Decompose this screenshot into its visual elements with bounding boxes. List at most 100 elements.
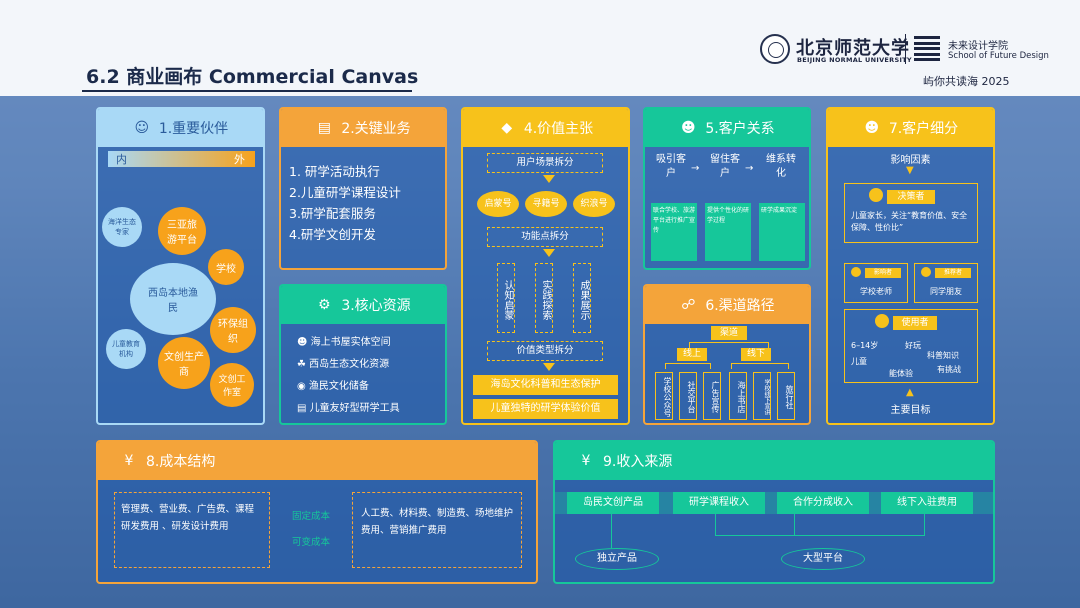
value-badge: 启蒙号 xyxy=(477,191,519,217)
partner-bubble: 三亚旅游平台 xyxy=(158,207,206,255)
school-name-cn: 未来设计学院 xyxy=(948,41,1008,52)
university-name-cn: 北京师范大学 xyxy=(796,38,910,59)
activity-item: 3.研学配套服务 xyxy=(289,206,376,221)
partners-panel: ☺ 1.重要伙伴 内 外 海洋生态专家 三亚旅游平台 学校 西岛本地渔民 环保组… xyxy=(96,107,265,425)
channel-root: 渠道 xyxy=(711,326,747,340)
relation-step: 吸引客户 xyxy=(656,154,686,179)
revenue-panel: ¥ 9.收入来源 岛民文创产品 研学课程收入 合作分成收入 线下入驻费用 独立产… xyxy=(553,440,995,584)
independent-product-node: 独立产品 xyxy=(575,548,659,570)
influence-factor: 影响因素 xyxy=(890,155,931,166)
relations-title: 5.客户关系 xyxy=(705,121,775,137)
channel-leaf: 学校线下宣讲 xyxy=(753,372,771,420)
user-tag: 好玩 xyxy=(905,341,921,350)
activities-panel: ▤ 2.关键业务 1. 研学活动执行 2.儿童研学课程设计 3.研学配套服务 4… xyxy=(279,107,447,270)
resources-header: ⚙ 3.核心资源 xyxy=(281,286,445,324)
user-tag: 有挑战 xyxy=(937,365,961,374)
connector xyxy=(715,514,795,536)
activities-title: 2.关键业务 xyxy=(341,121,411,137)
friend-label: 同学朋友 xyxy=(930,287,962,296)
inner-label: 内 xyxy=(116,153,127,166)
recommender-label: 推荐者 xyxy=(935,268,971,278)
teacher-label: 学校老师 xyxy=(860,287,892,296)
people-icon: ☻ xyxy=(297,337,311,348)
user-tag: 儿童 xyxy=(851,357,867,366)
partners-header: ☺ 1.重要伙伴 xyxy=(98,109,263,147)
value-title: 4.价值主张 xyxy=(523,121,594,137)
partner-bubble: 西岛本地渔民 xyxy=(130,263,216,335)
variable-cost-items: 人工费、材料费、制造费、场地维护费用、营销推广费用 xyxy=(352,492,522,568)
recommender-avatar-icon xyxy=(921,267,931,277)
header-bar xyxy=(0,0,1080,96)
relation-detail: 联合学校、旅游平台进行推广宣传 xyxy=(651,203,697,261)
title-underline xyxy=(82,90,412,92)
decider-description: 儿童家长，关注“教育价值、安全保障、性价比” xyxy=(851,211,968,232)
revenue-item: 线下入驻费用 xyxy=(881,492,973,514)
book-icon: ▤ xyxy=(297,403,310,414)
revenue-item: 研学课程收入 xyxy=(673,492,765,514)
channel-leaf: 广告宣传 xyxy=(703,372,721,420)
connector xyxy=(611,514,612,548)
university-name-en: BEIJING NORMAL UNIVERSITY xyxy=(797,56,912,64)
cost-header: ¥ 8.成本结构 xyxy=(98,442,536,480)
function-split-box: 功能点拆分 xyxy=(487,227,603,247)
value-bar: 海岛文化科普和生态保护 xyxy=(473,375,618,395)
channel-leaf: 海上书店 xyxy=(729,372,747,420)
value-badge: 寻籍号 xyxy=(525,191,567,217)
decider-box: 决策者 儿童家长，关注“教育价值、安全保障、性价比” xyxy=(844,183,978,243)
activity-item: 4.研学文创开发 xyxy=(289,227,376,242)
arrow-up-icon: ▲ xyxy=(906,387,914,398)
arrow-down-icon xyxy=(543,175,555,183)
activity-item: 2.儿童研学课程设计 xyxy=(289,185,401,200)
partner-bubble: 文创工作室 xyxy=(210,363,254,407)
user-tag: 科普知识 xyxy=(927,351,959,360)
scene-split-box: 用户场景拆分 xyxy=(487,153,603,173)
user-avatar-icon xyxy=(875,314,889,328)
value-bar: 儿童独特的研学体验价值 xyxy=(473,399,618,419)
partner-bubble: 学校 xyxy=(208,249,244,285)
resource-item: ▤ 儿童友好型研学工具 xyxy=(297,403,400,414)
channels-title: 6.渠道路径 xyxy=(705,298,775,314)
outer-label: 外 xyxy=(234,153,245,166)
school-name-en: School of Future Design xyxy=(948,51,1049,61)
arrow-down-icon: ▼ xyxy=(906,165,914,176)
revenue-header: ¥ 9.收入来源 xyxy=(555,442,993,480)
main-goal: 主要目标 xyxy=(890,405,931,416)
fixed-cost-label: 固定成本 xyxy=(291,511,330,522)
segments-header: ☻ 7.客户细分 xyxy=(828,109,993,147)
school-logo-icon xyxy=(914,36,940,62)
page-title: 6.2 商业画布 Commercial Canvas xyxy=(86,66,419,88)
partner-bubble: 环保组织 xyxy=(210,307,256,353)
decider-avatar-icon xyxy=(869,188,883,202)
relation-detail: 提供个性化的研学过程 xyxy=(705,203,751,261)
resources-panel: ⚙ 3.核心资源 ☻ 海上书屋实体空间 ☘ 西岛生态文化资源 ◉ 渔民文化储备 … xyxy=(279,284,447,425)
channel-leaf: 社交平台 xyxy=(679,372,697,420)
partner-bubble: 文创生产商 xyxy=(158,337,210,389)
cost-panel: ¥ 8.成本结构 管理费、营业费、广告费、课程研发费用 、研发设计费用 固定成本… xyxy=(96,440,538,584)
arrow-right-icon: → xyxy=(745,163,754,174)
segments-panel: ☻ 7.客户细分 影响因素 ▼ 决策者 儿童家长，关注“教育价值、安全保障、性价… xyxy=(826,107,995,425)
revenue-item: 岛民文创产品 xyxy=(567,492,659,514)
revenue-item: 合作分成收入 xyxy=(777,492,869,514)
fixed-cost-items: 管理费、营业费、广告费、课程研发费用 、研发设计费用 xyxy=(114,492,270,568)
logo-divider xyxy=(905,34,906,64)
partner-bubble: 海洋生态专家 xyxy=(102,207,142,247)
relation-detail: 研学成果沉淀 xyxy=(759,203,805,261)
relations-panel: ☻ 5.客户关系 吸引客户 → 留住客户 → 维系转化 联合学校、旅游平台进行推… xyxy=(643,107,811,270)
leaf-icon: ☘ xyxy=(297,359,310,370)
channel-leaf: 学校公众号 xyxy=(655,372,673,420)
cost-title: 8.成本结构 xyxy=(146,454,216,470)
segments-title: 7.客户细分 xyxy=(888,121,959,137)
arrow-down-icon xyxy=(543,363,555,371)
value-badge: 织浪号 xyxy=(573,191,615,217)
connector xyxy=(795,514,925,536)
tree-connector xyxy=(731,363,789,369)
arrow-down-icon xyxy=(543,249,555,257)
users-icon: ☻ xyxy=(864,120,880,136)
share-icon: ☍ xyxy=(681,297,696,313)
money-bag-icon: ¥ xyxy=(581,453,591,469)
fish-icon: ◉ xyxy=(297,381,309,392)
person-icon: ☺ xyxy=(134,120,150,136)
resources-title: 3.核心资源 xyxy=(341,298,411,314)
channels-header: ☍ 6.渠道路径 xyxy=(645,286,809,324)
influencer-label: 影响者 xyxy=(865,268,901,278)
